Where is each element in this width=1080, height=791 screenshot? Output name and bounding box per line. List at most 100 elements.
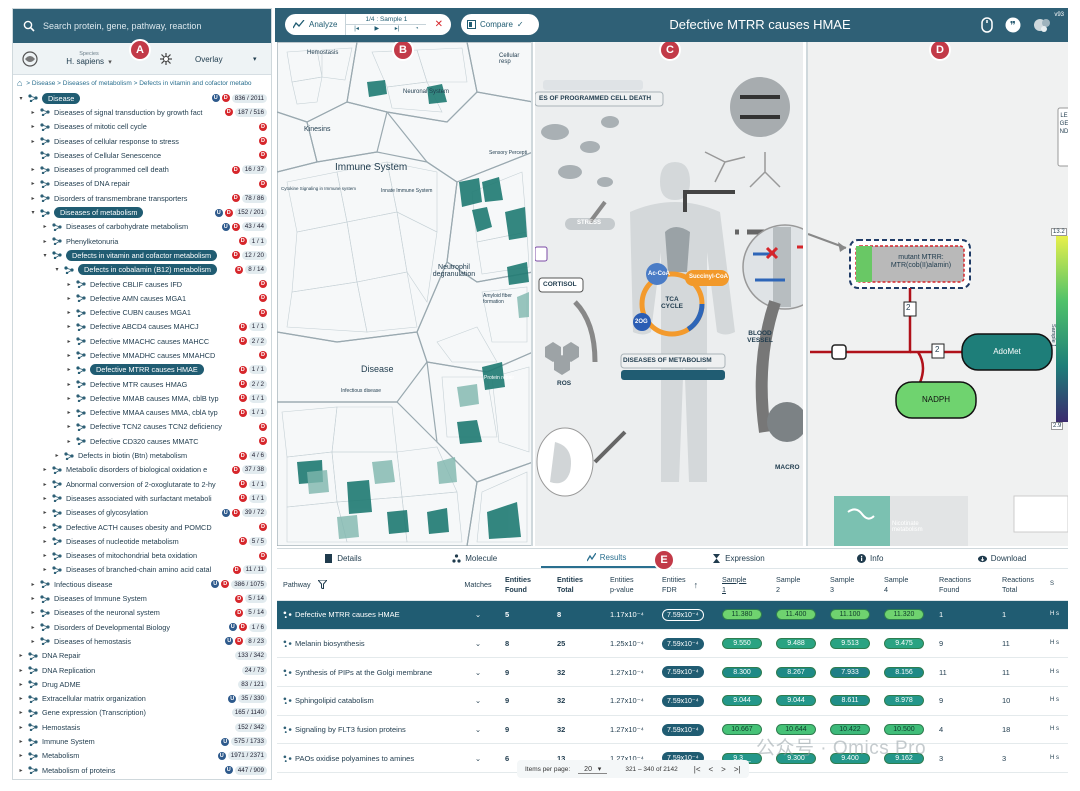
nicotinate-node[interactable]: Nicotinate metabolism [892,521,923,533]
home-icon[interactable]: ⌂ [17,78,23,88]
overlay-select[interactable]: Overlay [195,55,223,64]
voronoi-overview[interactable] [277,42,533,546]
chevron-right-icon[interactable]: ▸ [31,610,35,617]
tree-item[interactable]: ▸Metabolic disorders of biological oxida… [13,463,271,477]
breadcrumb-item[interactable]: Diseases of metabolism [62,79,132,87]
tree-item[interactable]: ▸Disorders of transmembrane transporters… [13,191,271,205]
tree-item[interactable]: ▸Gene expression (Transcription)165 / 11… [13,706,271,720]
analyze-button[interactable]: Analyze [285,14,347,35]
chevron-right-icon[interactable]: ▸ [19,767,23,774]
chevron-right-icon[interactable]: ▸ [19,696,23,703]
pathway-diagram[interactable] [808,42,1068,546]
tree-item[interactable]: ▸Abnormal conversion of 2-oxoglutarate t… [13,477,271,491]
chevron-right-icon[interactable]: ▸ [43,481,47,488]
tree-item[interactable]: ▸Diseases associated with surfactant met… [13,491,271,505]
sample3-column-header[interactable]: Sample 3 [830,574,855,594]
chevron-right-icon[interactable]: ▸ [31,581,35,588]
pathway-cell[interactable]: PAOs oxidise polyamines to amines [277,754,455,763]
chevron-right-icon[interactable]: ▸ [43,524,47,531]
chevron-right-icon[interactable]: ▸ [67,310,71,317]
chevron-right-icon[interactable]: ▸ [31,181,35,188]
chevron-right-icon[interactable]: ▸ [19,710,23,717]
tab-info[interactable]: Info [804,549,936,568]
tab-molecule[interactable]: Molecule [409,549,541,568]
pvalue-column-header[interactable]: Entities p-value [610,574,634,594]
mouse-icon[interactable] [980,17,994,33]
next-page-icon[interactable]: > [721,764,726,774]
fdr-column-header[interactable]: Entities FDR↑ [662,574,699,594]
chevron-right-icon[interactable]: ▸ [67,281,71,288]
chevron-right-icon[interactable]: ▸ [67,410,71,417]
play-icon[interactable]: ▶ [374,26,380,32]
settings-icon[interactable]: ◔ [414,26,419,32]
tab-details[interactable]: Details [277,549,409,568]
chevron-right-icon[interactable]: ▸ [31,596,35,603]
species-column-header[interactable]: S [1050,581,1055,587]
tab-expression[interactable]: Expression [672,549,804,568]
last-sample-icon[interactable]: ▸| [394,26,400,32]
first-page-icon[interactable]: |< [693,764,701,774]
chevron-right-icon[interactable]: ▸ [43,567,47,574]
tab-results[interactable]: Results [540,549,673,568]
chevron-right-icon[interactable]: ▸ [31,124,35,131]
chevron-right-icon[interactable]: ▸ [19,667,23,674]
chevron-right-icon[interactable]: ▸ [31,138,35,145]
expand-matches-icon[interactable]: ⌄ [474,753,482,763]
chevron-right-icon[interactable]: ▸ [19,724,23,731]
chevron-down-icon[interactable]: ▾ [55,267,59,274]
sample2-column-header[interactable]: Sample 2 [776,574,801,594]
chevron-right-icon[interactable]: ▸ [31,109,35,116]
chevron-right-icon[interactable]: ▸ [31,195,35,202]
chevron-right-icon[interactable]: ▸ [43,238,47,245]
breadcrumb-item[interactable]: Defects in vitamin and cofactor metabo [139,79,252,87]
chevron-right-icon[interactable]: ▸ [31,624,35,631]
chevron-right-icon[interactable]: ▸ [43,467,47,474]
reactions-total-column-header[interactable]: Reactions Total [1002,574,1034,594]
chevron-right-icon[interactable]: ▸ [67,338,71,345]
chevron-right-icon[interactable]: ▸ [19,739,23,745]
chevron-right-icon[interactable]: ▸ [43,510,47,517]
items-per-page-select[interactable]: 20 ▾ [578,765,608,774]
pathway-column-header[interactable]: Pathway [277,580,455,590]
tree-item[interactable]: ▸Defective ACTH causes obesity and POMCD… [13,520,271,534]
tab-download[interactable]: Download [936,549,1068,568]
tree-item[interactable]: ▸Diseases of cellular response to stress… [13,134,271,148]
species-select[interactable]: Species H. sapiens ▾ [49,51,129,66]
pathway-diagram-pane[interactable]: mutant MTRR: MTR(cob(II)alamin) 2 2 AdoM… [806,42,1068,546]
close-analysis-icon[interactable]: ✕ [434,19,443,30]
illustration-pane[interactable]: ES OF PROGRAMMED CELL DEATH STRESS CORTI… [535,42,803,546]
table-row[interactable]: Synthesis of PIPs at the Golgi membrane⌄… [277,658,1068,688]
adomet-node[interactable]: AdoMet [993,347,1021,356]
tree-item[interactable]: ▸Diseases of signal transduction by grow… [13,105,271,119]
diseases-of-metabolism-label[interactable]: DISEASES OF METABOLISM [623,357,712,364]
sample1-column-header[interactable]: Sample 1 [722,574,747,594]
tree-item[interactable]: ▸Diseases of mitochondrial beta oxidatio… [13,549,271,563]
nadph-node[interactable]: NADPH [921,395,950,404]
chevron-right-icon[interactable]: ▸ [43,224,47,231]
chevron-right-icon[interactable]: ▸ [31,167,35,174]
reactions-found-column-header[interactable]: Reactions Found [939,574,971,594]
